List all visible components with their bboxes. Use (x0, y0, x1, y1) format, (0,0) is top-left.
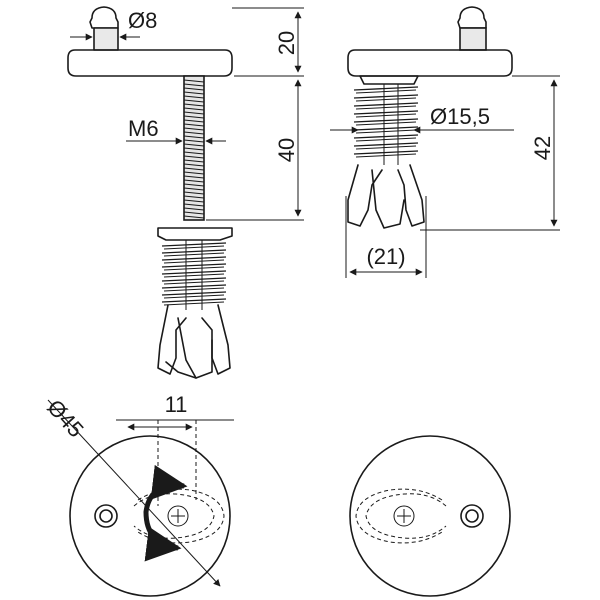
anchor-leg-right (201, 304, 231, 375)
dim-slot-offset: 11 (165, 392, 188, 417)
assembled-leg-right (397, 164, 425, 227)
cap-with-bolt-view: Ø8 20 M6 40 (67, 6, 304, 221)
dim-assembled-height: 42 (530, 136, 555, 160)
pin-head-right (457, 6, 487, 29)
anchor-ribs (161, 242, 227, 306)
disc-outline-left (69, 435, 231, 597)
anchor-leg-center (177, 317, 213, 379)
dim-thread-size: M6 (128, 116, 159, 141)
dim-pin-diameter: Ø8 (128, 8, 157, 33)
disc-outline-right (349, 435, 511, 597)
pin-shaft (93, 27, 119, 51)
assembled-anchor-ribs (353, 86, 419, 158)
top-view-left: Ø45 11 (42, 392, 234, 597)
dim-bolt-length: 40 (274, 138, 299, 162)
assembled-leg-left (347, 164, 383, 227)
dim-anchor-diameter: Ø15,5 (430, 104, 490, 129)
assembled-view: Ø15,5 42 (21) (330, 6, 560, 278)
anchor-leg-left (157, 304, 187, 375)
cap-disc (67, 49, 233, 77)
anchor-flange (157, 227, 233, 241)
dim-expanded-width: (21) (366, 244, 405, 269)
cap-disc-right (347, 49, 513, 77)
pin-shaft-right (459, 27, 487, 51)
dim-cap-height: 20 (274, 31, 299, 55)
expansion-anchor-view (157, 227, 233, 379)
pin-head (89, 6, 119, 29)
bolt-threads (183, 79, 205, 219)
top-view-right (349, 435, 511, 597)
rotation-arrow-icon (143, 464, 188, 562)
